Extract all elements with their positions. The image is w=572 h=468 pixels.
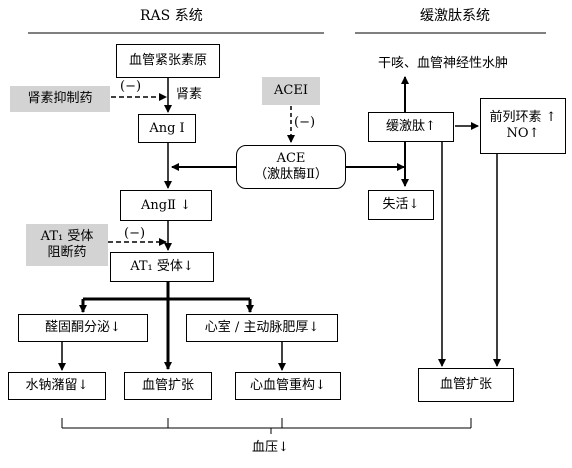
vasodilation-right-node: 血管扩张 [418, 368, 514, 402]
at1-blocker-node: AT₁ 受体 阻断药 [26, 224, 108, 266]
renin-label: 肾素 [176, 87, 203, 102]
at1-receptor-node: AT₁ 受体↓ [110, 252, 214, 282]
aldosterone-node: 醛固酮分泌↓ [18, 314, 148, 342]
at1-blocker-label-2: 阻断药 [47, 245, 87, 260]
ras-system-header: RAS 系统 [140, 8, 203, 24]
blood-pressure-label: 血压↓ [252, 440, 289, 455]
angiotensinogen-node: 血管紧张素原 [116, 44, 220, 78]
prostacyclin-no-node: 前列环素 ↑ NO↑ [480, 98, 566, 154]
bradykinin-system-header: 缓激肽系统 [420, 8, 490, 24]
prostacyclin-label: 前列环素 ↑ [489, 110, 557, 126]
acei-inhibition-mark: (−) [294, 115, 316, 130]
ace-node: ACE （激肽酶Ⅱ） [236, 145, 346, 189]
ang2-node: AngⅡ ↓ [120, 190, 212, 221]
ace-subtitle: （激肽酶Ⅱ） [254, 167, 328, 182]
ace-label: ACE [276, 151, 306, 167]
renin-inhibition-mark: (−) [120, 79, 142, 94]
inactivation-node: 失活↓ [368, 190, 434, 220]
ang1-node: Ang Ⅰ [138, 114, 196, 143]
remodeling-node: 心血管重构↓ [235, 372, 341, 400]
renin-inhibitor-node: 肾素抑制药 [10, 86, 110, 112]
side-effects-label: 干咳、血管神经性水肿 [378, 56, 509, 71]
at1-inhibition-mark: (−) [124, 226, 146, 241]
acei-node: ACEI [262, 77, 320, 105]
vasodilation-left-node: 血管扩张 [124, 372, 212, 400]
no-label: NO↑ [506, 126, 540, 141]
hypertrophy-node: 心室 / 主动脉肥厚↓ [186, 314, 338, 342]
at1-blocker-label-1: AT₁ 受体 [40, 229, 94, 245]
sodium-retention-node: 水钠潴留↓ [8, 372, 106, 400]
bradykinin-node: 缓激肽↑ [368, 112, 454, 142]
